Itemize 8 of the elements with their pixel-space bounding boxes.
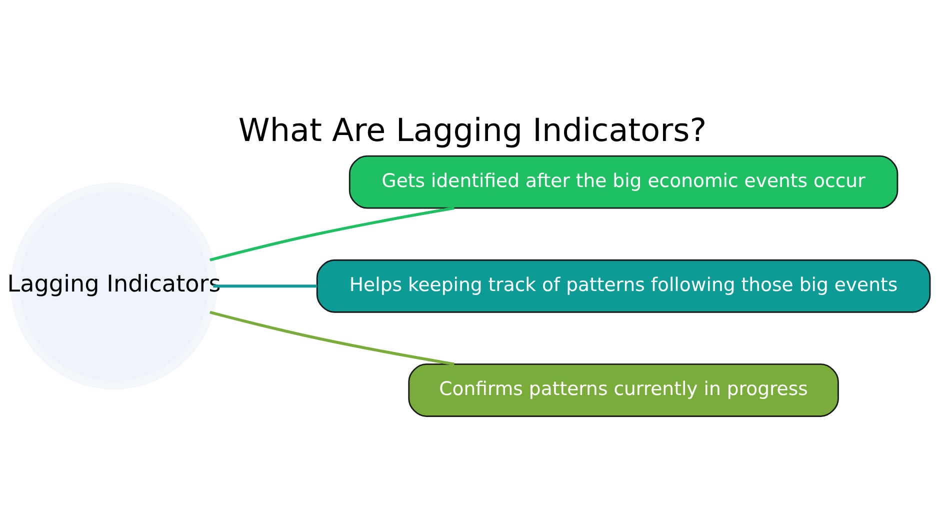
node-box: Helps keeping track of patterns following those big events [316,258,931,312]
connector [213,284,318,288]
node-box: Confirms patterns currently in progress [408,362,839,416]
connector [210,310,454,366]
node-circle: Lagging Indicators [10,182,218,389]
node-box: Gets identified after the big economic events occur [348,154,898,208]
connector [210,206,454,261]
diagram-title: What Are Lagging Indicators? [238,112,707,149]
